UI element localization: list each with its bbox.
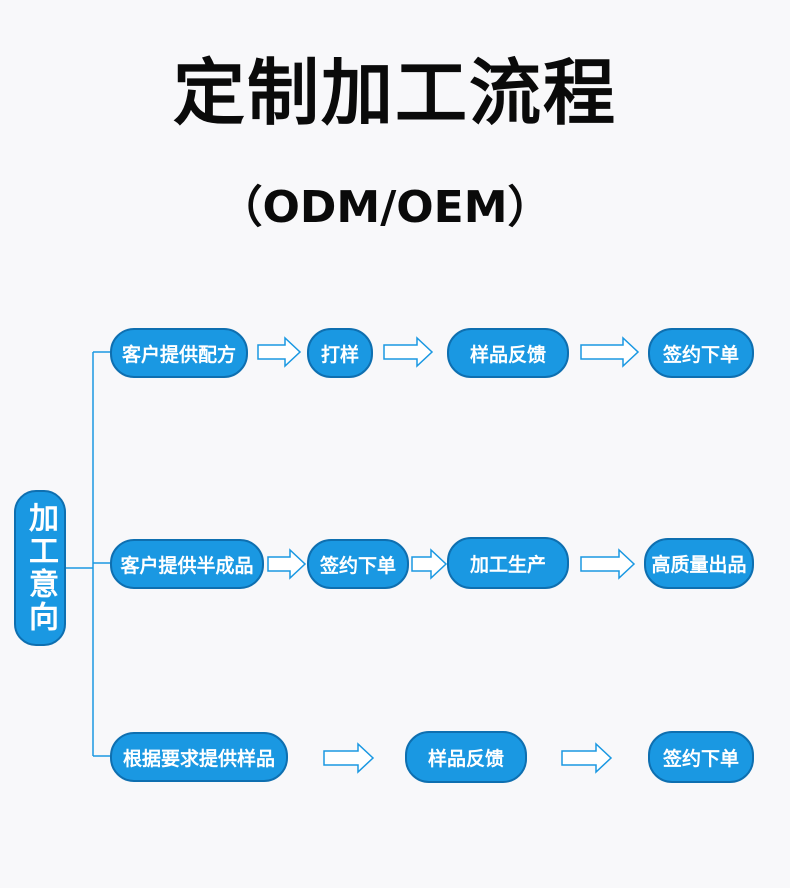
branch-line: [66, 351, 112, 757]
step-node: 客户提供半成品: [110, 539, 264, 589]
step-node: 签约下单: [307, 539, 409, 589]
flow-arrow-icon: [411, 548, 448, 580]
step-node: 客户提供配方: [110, 328, 248, 378]
flow-arrow-icon: [323, 742, 375, 774]
flow-arrow-icon: [580, 548, 636, 580]
root-node: 加工意向: [14, 490, 66, 646]
flow-arrow-icon: [383, 336, 434, 368]
step-node: 高质量出品: [644, 538, 754, 589]
step-node: 根据要求提供样品: [110, 732, 288, 782]
step-node: 加工生产: [447, 537, 569, 589]
step-node: 打样: [307, 328, 373, 378]
flow-arrow-icon: [267, 548, 307, 580]
step-node: 样品反馈: [447, 328, 569, 378]
step-node: 签约下单: [648, 731, 754, 783]
step-node: 样品反馈: [405, 731, 527, 783]
flow-arrow-icon: [257, 336, 302, 368]
flow-arrow-icon: [561, 742, 613, 774]
page-title: 定制加工流程: [172, 51, 617, 135]
step-node: 签约下单: [648, 328, 754, 378]
flow-arrow-icon: [580, 336, 640, 368]
page-subtitle: （ODM/OEM）: [218, 182, 552, 233]
